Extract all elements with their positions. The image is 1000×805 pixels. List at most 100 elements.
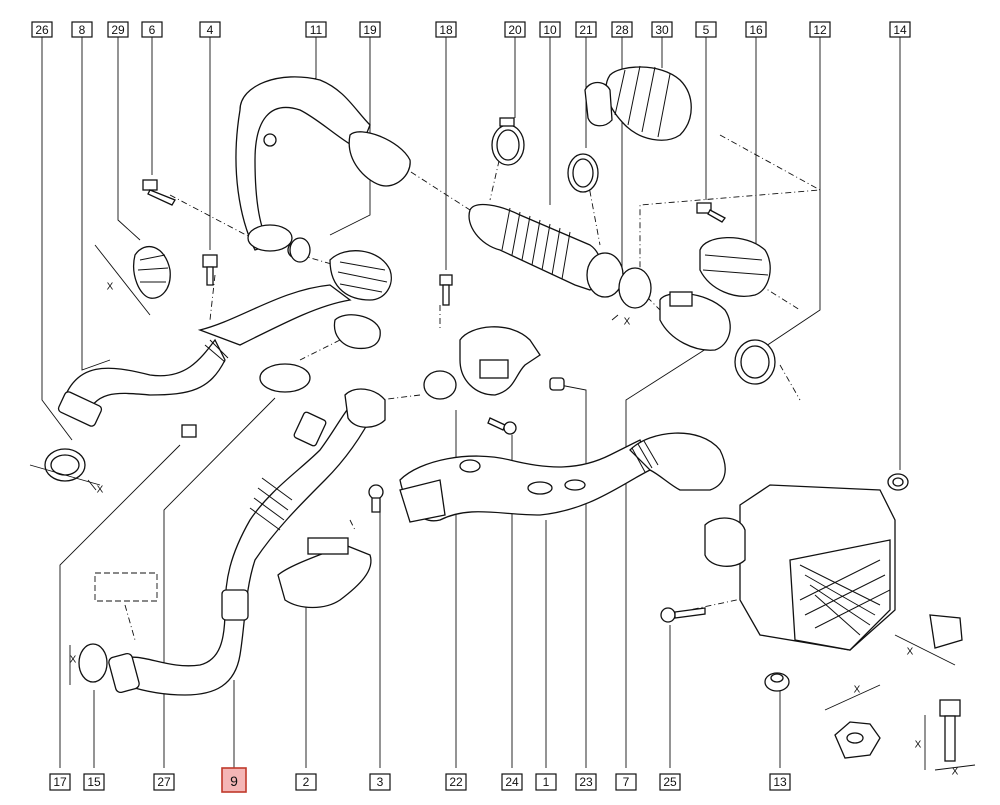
- bolt-25: [660, 607, 706, 623]
- throttle-body-22: [423, 326, 541, 400]
- callout-20: 20: [504, 21, 526, 38]
- callout-13-label: 13: [773, 775, 787, 789]
- grommet-13: [764, 672, 790, 692]
- leader-lines: [41, 36, 901, 768]
- callout-5-label: 5: [703, 23, 710, 37]
- callout-4: 4: [199, 21, 221, 38]
- callout-14: 14: [889, 21, 911, 38]
- callout-14-label: 14: [893, 23, 907, 37]
- bolt-3: [368, 484, 384, 513]
- callout-25-label: 25: [663, 775, 677, 789]
- sleeve-29: [94, 244, 171, 316]
- clamp-ring-26: [29, 448, 101, 491]
- sleeve-16: [699, 236, 771, 297]
- stud: [924, 699, 976, 771]
- charge-air-hose-9: [108, 388, 386, 696]
- callout-23: 23: [575, 773, 597, 791]
- grommet-23: [549, 377, 565, 391]
- callout-27: 27: [153, 773, 175, 791]
- grommet-14: [887, 473, 909, 491]
- callout-26: 26: [31, 21, 53, 38]
- bolt-18: [439, 274, 453, 306]
- egr-pipe-11: [235, 76, 411, 259]
- screw-24: [487, 417, 517, 435]
- callout-21-label: 21: [579, 23, 593, 37]
- svg-text:X: X: [624, 317, 631, 328]
- callout-28: 28: [611, 21, 633, 38]
- svg-text:X: X: [107, 282, 114, 293]
- callout-11-label: 11: [310, 23, 323, 37]
- callout-17: 17: [49, 773, 71, 791]
- gasket-27: [259, 363, 311, 393]
- unreferenced-part-placeholder: [94, 572, 158, 602]
- callout-29-label: 29: [111, 23, 125, 37]
- callout-13: 13: [769, 773, 791, 791]
- callout-10-label: 10: [543, 23, 557, 37]
- air-flow-meter-7: [659, 291, 731, 351]
- callout-20-label: 20: [508, 23, 522, 37]
- svg-text:X: X: [97, 485, 104, 496]
- callout-29: 29: [107, 21, 129, 38]
- bolt-5: [696, 202, 726, 223]
- callout-15-label: 15: [87, 775, 101, 789]
- svg-text:X: X: [70, 655, 77, 666]
- hose-clamp-21: [567, 153, 599, 193]
- bolt-4: [202, 254, 218, 286]
- callout-22: 22: [445, 773, 467, 791]
- svg-text:X: X: [854, 685, 861, 696]
- callouts-top: 26 8 29 6 4 11 19 18 20 10 21 28 30 5 16…: [31, 21, 911, 38]
- callout-27-label: 27: [157, 775, 171, 789]
- callout-16-label: 16: [749, 23, 763, 37]
- clip-17: [181, 424, 197, 438]
- callout-22-label: 22: [449, 775, 463, 789]
- bolt-6: [142, 179, 176, 206]
- callout-30: 30: [651, 21, 673, 38]
- callout-15: 15: [83, 773, 105, 791]
- assembly-lines: [124, 134, 822, 641]
- callout-18: 18: [435, 21, 457, 38]
- callout-1: 1: [535, 773, 557, 791]
- hose-clamp-20: [491, 117, 525, 166]
- callout-10: 10: [539, 21, 561, 38]
- bracket: [894, 614, 963, 666]
- callouts-bottom: 17 15 27 9 2 3 22 24 1 23 7 25 13: [49, 767, 791, 793]
- intake-hose-8: [57, 338, 229, 427]
- callout-3: 3: [369, 773, 391, 791]
- callout-18-label: 18: [439, 23, 453, 37]
- callout-9-label: 9: [230, 773, 238, 789]
- callout-24: 24: [501, 773, 523, 791]
- o-ring-19: [289, 237, 311, 263]
- o-ring-28: [611, 267, 652, 321]
- callout-2-label: 2: [303, 775, 310, 789]
- intake-duct-1: [399, 432, 726, 523]
- callout-23-label: 23: [579, 775, 593, 789]
- air-filter-box: [704, 484, 896, 651]
- callout-26-label: 26: [35, 23, 49, 37]
- rubber-boot-30: [584, 65, 692, 141]
- callout-28-label: 28: [615, 23, 629, 37]
- callout-6: 6: [141, 21, 163, 38]
- svg-text:X: X: [915, 740, 922, 751]
- callout-11: 11: [305, 21, 327, 38]
- corrugated-hose-10: [468, 203, 624, 298]
- callout-8-label: 8: [79, 23, 86, 37]
- callout-19: 19: [359, 21, 381, 38]
- svg-text:X: X: [907, 647, 914, 658]
- callout-24-label: 24: [505, 775, 519, 789]
- charge-pipe-upper: [197, 250, 392, 350]
- nut: [824, 684, 881, 759]
- callout-2: 2: [295, 773, 317, 791]
- o-ring-15: [69, 643, 108, 685]
- callout-3-label: 3: [377, 775, 384, 789]
- o-ring-12: [734, 339, 776, 385]
- callout-5: 5: [695, 21, 717, 38]
- pressure-sensor: [293, 411, 327, 447]
- callout-25: 25: [659, 773, 681, 791]
- svg-text:X: X: [952, 767, 959, 778]
- flap-housing-2: [277, 537, 372, 609]
- callout-4-label: 4: [207, 23, 214, 37]
- callout-21: 21: [575, 21, 597, 38]
- callout-6-label: 6: [149, 23, 156, 37]
- callout-12: 12: [809, 21, 831, 38]
